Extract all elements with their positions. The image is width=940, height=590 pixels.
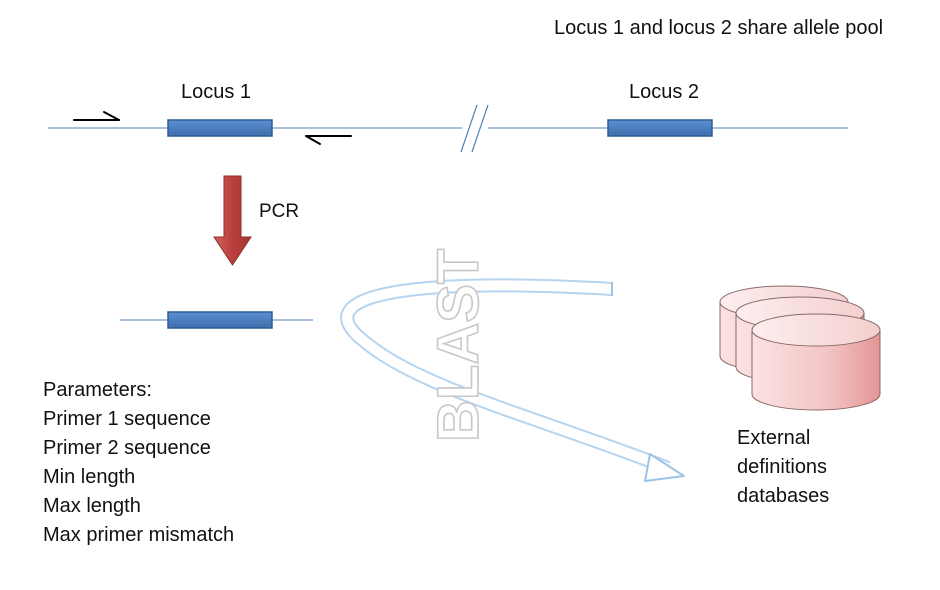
locus1-label: Locus 1 xyxy=(181,81,252,103)
database-stack-icon xyxy=(719,285,881,411)
locus1-gene-box xyxy=(167,119,273,137)
database-label-line: definitions xyxy=(737,456,828,478)
parameter-item: Max length xyxy=(43,495,141,517)
locus2-gene-box xyxy=(607,119,713,137)
parameter-item: Primer 2 sequence xyxy=(43,437,211,459)
parameter-item: Min length xyxy=(43,466,136,488)
shared-allele-note: Locus 1 and locus 2 share allele pool xyxy=(554,17,884,39)
database-label-line: databases xyxy=(737,485,830,507)
parameters-heading: Parameters: xyxy=(43,379,152,401)
break-marks xyxy=(460,104,489,153)
database-label-line: External xyxy=(737,427,811,449)
parameter-item: Max primer mismatch xyxy=(43,524,235,546)
blast-curved-arrow xyxy=(340,278,685,482)
pcr-label: PCR xyxy=(259,201,300,222)
locus2-label: Locus 2 xyxy=(629,81,700,103)
blast-label: BLAST xyxy=(426,249,491,442)
amplicon-box xyxy=(167,311,273,329)
pcr-arrow xyxy=(213,175,252,266)
parameter-item: Primer 1 sequence xyxy=(43,408,211,430)
parameters-list: Parameters: Primer 1 sequence Primer 2 s… xyxy=(43,376,234,550)
database-label: External definitions databases xyxy=(737,424,829,511)
forward-primer-arrow xyxy=(73,111,120,121)
reverse-primer-arrow xyxy=(305,135,352,145)
